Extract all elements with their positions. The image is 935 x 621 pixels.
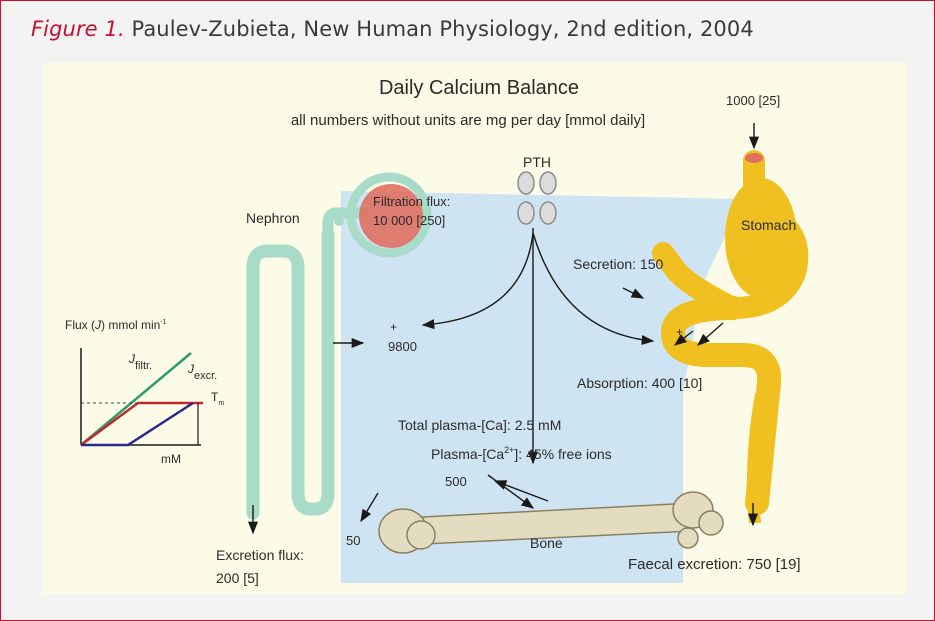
stomach-body xyxy=(725,178,797,298)
figure-label: Figure 1. xyxy=(31,17,125,41)
oesophagus-top xyxy=(745,153,763,163)
excretion-line xyxy=(81,403,193,445)
figure-citation: Paulev-Zubieta, New Human Physiology, 2n… xyxy=(132,17,754,41)
absorption-plus: + xyxy=(676,325,683,339)
diagram-subtitle: all numbers without units are mg per day… xyxy=(291,112,645,129)
diagram-title: Daily Calcium Balance xyxy=(379,77,579,99)
filtration-curve-label: Jfiltr. xyxy=(128,352,152,372)
bone-flux-value: 500 xyxy=(445,474,467,489)
total-plasma-calcium: Total plasma-[Ca]: 2.5 mM xyxy=(398,417,561,433)
nephron-label: Nephron xyxy=(246,210,300,226)
renal-flux-value: 50 xyxy=(346,533,360,548)
figure-caption: Figure 1. Paulev-Zubieta, New Human Phys… xyxy=(31,17,754,41)
inset-y-label: Flux (J) mmol min-1 xyxy=(65,318,167,332)
filtration-flux-value: 10 000 [250] xyxy=(373,213,445,228)
plasma-free-calcium: Plasma-[Ca2+]: 45% free ions xyxy=(431,445,612,462)
absorption-label: Absorption: 400 [10] xyxy=(577,375,702,391)
excretion-curve-label: Jexcr. xyxy=(187,362,217,382)
pth-label: PTH xyxy=(523,154,551,170)
excretion-flux-value: 200 [5] xyxy=(216,570,259,586)
excretion-flux-label: Excretion flux: xyxy=(216,547,304,563)
reabsorption-plus: + xyxy=(390,320,397,334)
faecal-excretion-label: Faecal excretion: 750 [19] xyxy=(628,556,801,573)
reabsorption-value: 9800 xyxy=(388,339,417,354)
nephron-tubule-cap xyxy=(334,216,344,226)
secretion-label: Secretion: 150 xyxy=(573,256,663,272)
intake-value: 1000 [25] xyxy=(726,93,780,108)
bone-label: Bone xyxy=(530,535,563,551)
stomach-label: Stomach xyxy=(741,217,796,233)
filtration-flux-label: Filtration flux: xyxy=(373,194,450,209)
diagram-panel: Daily Calcium Balance all numbers withou… xyxy=(43,63,907,594)
inset-x-label: mM xyxy=(161,452,181,466)
calcium-balance-diagram: Daily Calcium Balance all numbers withou… xyxy=(43,63,907,594)
tm-label: Tm xyxy=(211,390,224,407)
